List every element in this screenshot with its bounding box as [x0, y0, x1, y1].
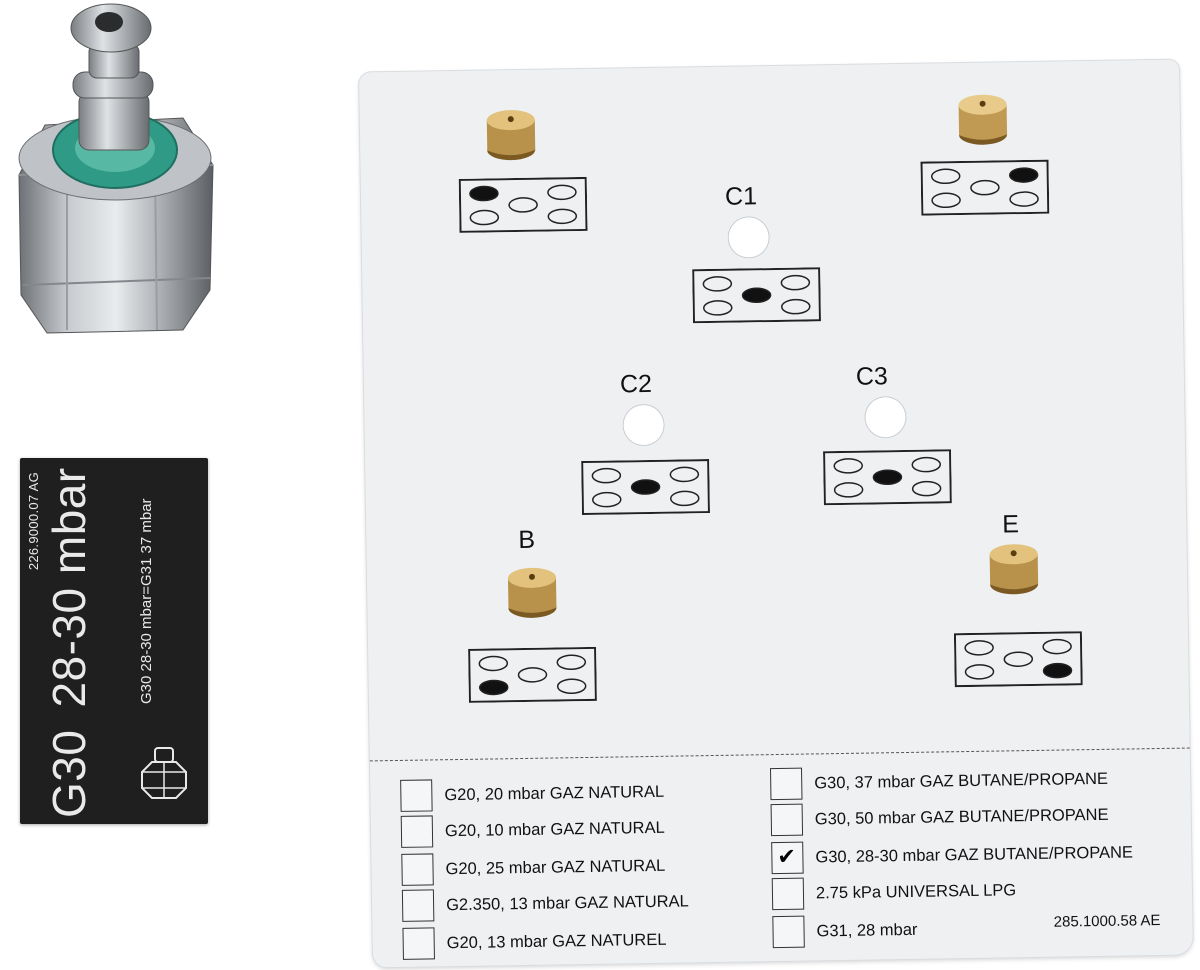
- option-checkbox[interactable]: [769, 767, 803, 801]
- option-label: 2.75 kPa UNIVERSAL LPG: [815, 880, 1017, 902]
- gas-option: G20, 10 mbar GAZ NATURAL: [400, 812, 665, 848]
- option-label: G30, 50 mbar GAZ BUTANE/PROPANE: [814, 805, 1109, 828]
- gas-label: 226.9000.07 AG G30 28-30 mbar G30 28-30 m…: [20, 458, 208, 824]
- option-checkbox[interactable]: [770, 803, 804, 837]
- gas-option: G20, 20 mbar GAZ NATURAL: [400, 776, 664, 812]
- nozzle-icon: [141, 747, 187, 799]
- burner-diagram: [692, 267, 821, 324]
- nozzle-chart-card: C1 C2 C3: [359, 59, 1193, 968]
- option-checkbox[interactable]: [771, 877, 805, 911]
- label-gas: G30: [43, 729, 95, 818]
- option-label: G2.350, 13 mbar GAZ NATURAL: [445, 891, 689, 914]
- brass-nozzle-image: [989, 544, 1039, 595]
- burner-label-c3: C3: [855, 362, 889, 391]
- burner-diagram: [823, 449, 952, 506]
- reference-number: 285.1000.58 AE: [1053, 912, 1161, 931]
- option-checkbox[interactable]: [401, 853, 434, 886]
- checkmark-icon: ✔: [777, 843, 797, 870]
- gas-option: G30, 37 mbar GAZ BUTANE/PROPANE: [769, 763, 1109, 801]
- option-checkbox[interactable]: [402, 927, 435, 960]
- hole: [622, 403, 665, 447]
- gas-option: G2.350, 13 mbar GAZ NATURAL: [401, 885, 689, 922]
- option-label: G20, 20 mbar GAZ NATURAL: [444, 782, 665, 804]
- option-checkbox[interactable]: [400, 779, 433, 812]
- hole: [727, 216, 770, 259]
- gas-option: G20, 25 mbar GAZ NATURAL: [401, 850, 665, 886]
- gas-option: G31, 28 mbar: [772, 914, 918, 949]
- option-label: G20, 25 mbar GAZ NATURAL: [445, 856, 666, 878]
- burner-diagram: [953, 631, 1083, 688]
- brass-nozzle-image: [507, 567, 557, 618]
- burner-diagram: [468, 646, 597, 703]
- option-checkbox[interactable]: [400, 815, 434, 848]
- option-checkbox[interactable]: [772, 915, 805, 949]
- option-checkbox[interactable]: [401, 889, 435, 922]
- label-gas-pressure: G30 28-30 mbar: [42, 467, 96, 818]
- option-checkbox-checked[interactable]: ✔: [771, 841, 804, 875]
- hole: [864, 395, 907, 439]
- hose-fitting-image: [5, 0, 220, 335]
- gas-option: G30, 50 mbar GAZ BUTANE/PROPANE: [770, 799, 1109, 837]
- burner-diagram: [920, 159, 1050, 216]
- option-label: G20, 10 mbar GAZ NATURAL: [444, 818, 665, 840]
- burner-diagram: [581, 459, 710, 516]
- burner-label-c2: C2: [619, 369, 653, 399]
- gas-option: 2.75 kPa UNIVERSAL LPG: [771, 874, 1017, 911]
- separator-line: [369, 747, 1190, 762]
- label-equivalence: G30 28-30 mbar=G31 37 mbar: [138, 498, 155, 704]
- brass-nozzle-image: [486, 110, 536, 161]
- label-pressure: 28-30 mbar: [43, 467, 95, 708]
- burner-label-c1: C1: [724, 182, 758, 211]
- option-label: G20, 13 mbar GAZ NATUREL: [446, 930, 667, 952]
- brass-nozzle-image: [958, 94, 1008, 145]
- burner-diagram: [458, 176, 588, 233]
- label-code: 226.9000.07 AG: [26, 472, 41, 571]
- option-label: G31, 28 mbar: [816, 920, 918, 940]
- gas-option: G20, 13 mbar GAZ NATUREL: [402, 924, 667, 960]
- burner-label-b: B: [518, 525, 536, 555]
- option-label: G30, 28-30 mbar GAZ BUTANE/PROPANE: [815, 842, 1134, 866]
- option-label: G30, 37 mbar GAZ BUTANE/PROPANE: [814, 769, 1109, 792]
- gas-option: ✔ G30, 28-30 mbar GAZ BUTANE/PROPANE: [771, 836, 1134, 875]
